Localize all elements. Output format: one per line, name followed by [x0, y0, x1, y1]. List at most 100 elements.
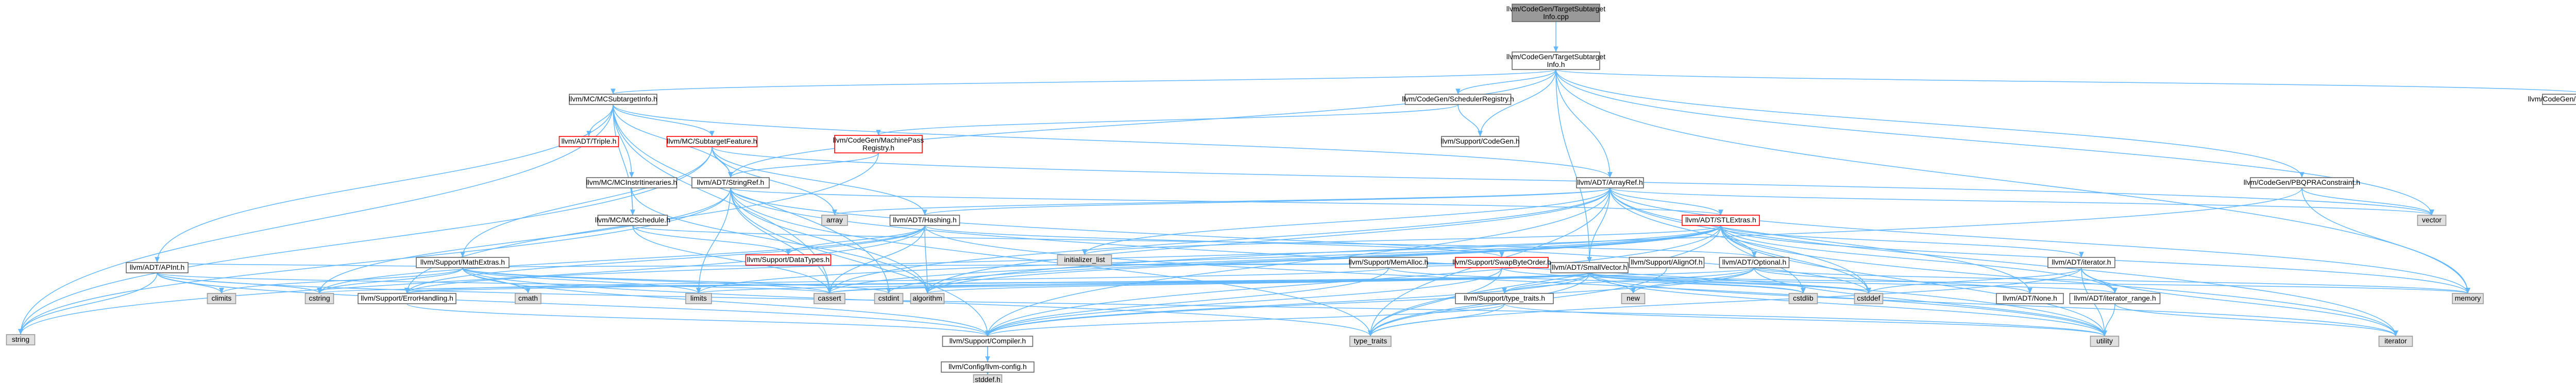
node-none[interactable]: llvm/ADT/None.h — [1996, 293, 2064, 304]
node-schedmut[interactable]: llvm/CodeGen/ScheduleDAGMutation.h — [2528, 94, 2576, 105]
node-memory: memory — [2452, 293, 2484, 304]
edge-mcsti-to-string — [18, 104, 614, 335]
node-typetraitsh[interactable]: llvm/Support/type_traits.h — [1455, 293, 1554, 304]
node-box — [558, 136, 619, 147]
edge-hashing-to-swapbyte — [924, 225, 1504, 258]
edge-stlextras-to-limits — [696, 225, 1721, 294]
edge-arrayref-to-smallvec — [1587, 187, 1611, 263]
edge-optional-to-typetraitsh — [1502, 267, 1755, 294]
node-pbqp[interactable]: llvm/CodeGen/PBQPRAConstraint.h — [2244, 177, 2360, 188]
node-box — [569, 94, 657, 105]
node-box — [416, 257, 510, 268]
node-label: llvm/Support/type_traits.h — [1464, 294, 1545, 302]
edge-stlextras-to-type_traits — [1368, 225, 1721, 337]
edge-stlextras-to-iterator — [1720, 225, 2084, 258]
edge-typetraitsh-to-utility — [1504, 303, 2107, 337]
edge-smallvec-to-iteratorstd — [1589, 272, 2398, 337]
node-label: llvm/Config/llvm-config.h — [948, 362, 1027, 371]
node-label: type_traits — [1354, 337, 1387, 345]
node-label: string — [12, 335, 29, 343]
node-vector: vector — [2417, 215, 2447, 226]
edge-aprint-to-climits — [157, 272, 224, 294]
edge-smallvec-to-cstdlib — [1589, 272, 1806, 294]
node-box — [586, 177, 677, 188]
node-iterator[interactable]: llvm/ADT/iterator.h — [2047, 257, 2115, 268]
node-schedreg[interactable]: llvm/CodeGen/SchedulerRegistry.h — [1402, 94, 1514, 105]
edge-tsi-to-stringref — [728, 69, 1556, 178]
node-box — [126, 262, 189, 273]
node-box — [2047, 257, 2115, 268]
edge-arrayref-to-initlist — [1082, 187, 1611, 255]
node-label: llvm/CodeGen/SchedulerRegistry.h — [1402, 95, 1514, 103]
node-hashing[interactable]: llvm/ADT/Hashing.h — [889, 215, 960, 226]
edge-mcfeat-to-array — [711, 146, 837, 216]
node-mathext[interactable]: llvm/Support/MathExtras.h — [416, 257, 510, 268]
edge-arrayref-to-iteratorstd — [1609, 187, 2398, 337]
edge-errh-to-compiler — [406, 303, 990, 337]
node-codegenh[interactable]: llvm/Support/CodeGen.h — [1440, 136, 1520, 147]
node-config[interactable]: llvm/Config/llvm-config.h — [941, 361, 1035, 373]
edge-stringref-to-algorithm — [730, 187, 930, 294]
node-compiler[interactable]: llvm/Support/Compiler.h — [942, 336, 1033, 347]
edge-tsi-to-schedmut — [1555, 69, 2576, 92]
node-mcinstr[interactable]: llvm/MC/MCInstrItineraries.h — [586, 177, 677, 188]
edge-optional-to-cassert — [827, 267, 1755, 294]
node-optional[interactable]: llvm/ADT/Optional.h — [1719, 257, 1790, 268]
node-smallvec[interactable]: llvm/ADT/SmallVector.h — [1550, 262, 1629, 273]
edge-stringref-to-string — [18, 187, 731, 335]
node-box — [1349, 257, 1428, 268]
node-mcsti[interactable]: llvm/MC/MCSubtargetInfo.h — [569, 94, 657, 105]
edge-hashing-to-utility — [924, 225, 2107, 337]
node-box — [821, 215, 848, 226]
node-stringref[interactable]: llvm/ADT/StringRef.h — [691, 177, 770, 188]
node-box — [2069, 293, 2161, 304]
node-label: limits — [690, 294, 707, 302]
node-mcfeat[interactable]: llvm/MC/SubtargetFeature.h — [666, 136, 758, 147]
node-arrayref[interactable]: llvm/ADT/ArrayRef.h — [1576, 177, 1644, 188]
node-label: llvm/CodeGen/PBQPRAConstraint.h — [2244, 178, 2360, 186]
node-cstring: cstring — [304, 293, 334, 304]
node-mcsched[interactable]: llvm/MC/MCSchedule.h — [595, 215, 670, 226]
node-box — [910, 293, 945, 304]
node-alignof[interactable]: llvm/Support/AlignOf.h — [1629, 257, 1705, 268]
node-swapbyte[interactable]: llvm/Support/SwapByteOrder.h — [1452, 257, 1551, 268]
node-box — [691, 177, 770, 188]
node-box — [1441, 136, 1519, 147]
edge-smallvec-to-memory — [1589, 272, 2470, 294]
edge-stringref-to-compiler — [730, 187, 990, 337]
edge-mcsti-to-aprint — [155, 104, 614, 263]
edge-aprint-to-cassert — [157, 272, 832, 294]
edge-smallvec-to-cstddef — [1589, 272, 1871, 294]
edge-arrayref-to-stlextras — [1609, 187, 1723, 216]
edge-memalloc-to-cstdlib — [1388, 267, 1806, 294]
edge-optional-to-compiler — [985, 267, 1755, 337]
node-iterrange[interactable]: llvm/ADT/iterator_range.h — [2069, 293, 2161, 304]
node-label: llvm/MC/SubtargetFeature.h — [667, 137, 757, 145]
node-stlextras[interactable]: llvm/ADT/STLExtras.h — [1682, 215, 1760, 226]
edge-stringref-to-cassert — [730, 187, 832, 294]
node-label: cassert — [818, 294, 841, 302]
edge-machpass-to-stringref — [728, 152, 879, 178]
node-errh[interactable]: llvm/Support/ErrorHandling.h — [358, 293, 456, 304]
node-box — [685, 293, 712, 304]
edge-iterator-to-iteratorstd — [2081, 267, 2398, 337]
node-box — [597, 215, 668, 226]
node-aprint[interactable]: llvm/ADT/APInt.h — [126, 262, 189, 273]
node-box — [1719, 257, 1790, 268]
node-label: llvm/ADT/iterator_range.h — [2074, 294, 2156, 302]
node-memalloc[interactable]: llvm/Support/MemAlloc.h — [1349, 257, 1429, 268]
node-triple[interactable]: llvm/ADT/Triple.h — [558, 136, 619, 147]
node-box — [207, 293, 236, 304]
edge-swapbyte-to-cstddef — [1501, 267, 1871, 294]
node-datatypes[interactable]: llvm/Support/DataTypes.h — [745, 254, 832, 266]
edge-mcsched-to-optional — [632, 225, 1757, 258]
edge-iterrange-to-iteratorstd — [2114, 303, 2398, 337]
node-box — [1996, 293, 2064, 304]
edge-arrayref-to-none — [1609, 187, 2032, 294]
node-label: llvm/Support/CodeGen.h — [1440, 137, 1519, 145]
edge-swapbyte-to-compiler — [985, 267, 1502, 337]
